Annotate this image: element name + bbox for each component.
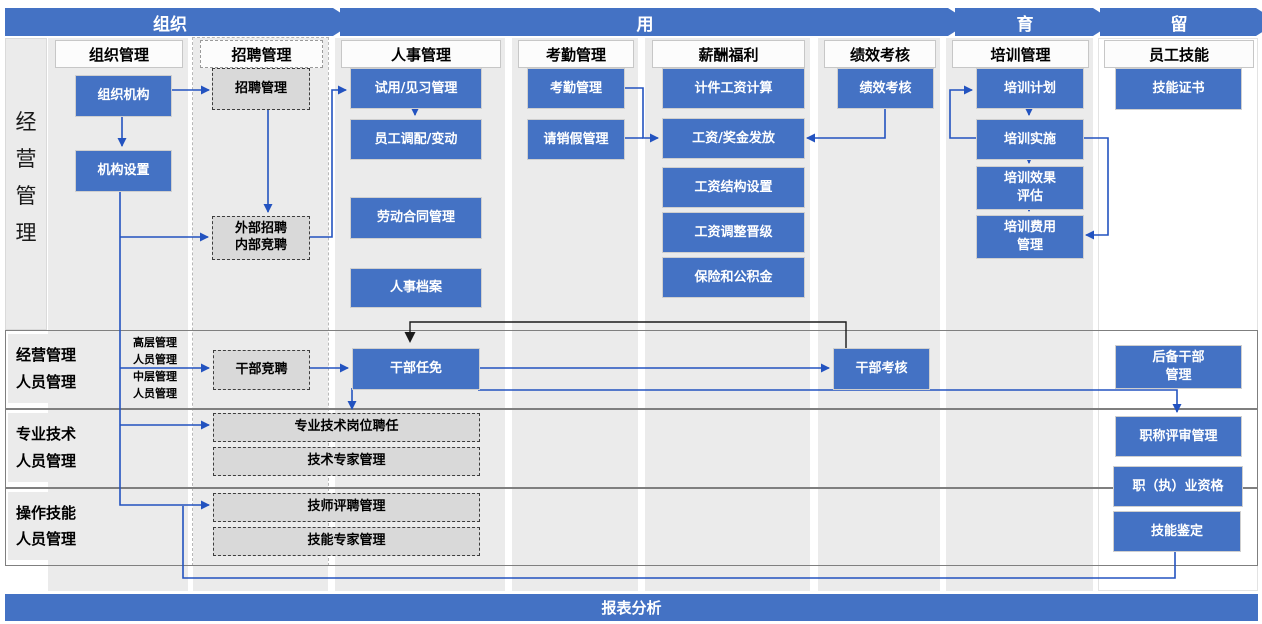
stage-label: 留 <box>1170 14 1188 35</box>
band-business-mgmt <box>5 38 47 330</box>
node-org-setting: 机构设置 <box>75 150 172 192</box>
side-label-business-management: 经 营 管 理 <box>15 110 37 245</box>
node-external-recruit: 外部招聘 内部竞聘 <box>212 216 310 260</box>
node-technician-review: 技师评聘管理 <box>213 493 480 522</box>
node-tech-expert: 技术专家管理 <box>213 447 480 476</box>
node-org-structure: 组织机构 <box>75 75 172 117</box>
row-label-line: 人员管理 <box>16 451 77 470</box>
row-sub-label-management-levels: 高层管理 人员管理 中层管理 人员管理 <box>133 336 177 400</box>
node-insurance: 保险和公积金 <box>662 257 805 298</box>
column-header-perf: 绩效考核 <box>824 40 936 68</box>
row-label-management: 经营管理 人员管理 <box>8 334 126 403</box>
node-reserve-cadre: 后备干部 管理 <box>1115 345 1242 389</box>
node-skill-expert: 技能专家管理 <box>213 527 480 556</box>
node-cadre-appoint: 干部任免 <box>352 348 480 390</box>
node-wage-structure: 工资结构设置 <box>662 167 805 208</box>
column-header-attend: 考勤管理 <box>518 40 634 68</box>
node-cadre-appraisal: 干部考核 <box>833 348 930 390</box>
row-label-line: 人员管理 <box>16 530 77 548</box>
row-technical-personnel <box>5 409 1258 488</box>
row-label-line: 专业技术 <box>16 425 77 443</box>
column-header-comp: 薪酬福利 <box>652 40 805 68</box>
column-header-recruit: 招聘管理 <box>200 40 323 68</box>
row-label-operation: 操作技能 人员管理 <box>8 492 126 560</box>
node-prof-qualification: 职（执）业资格 <box>1113 466 1243 507</box>
column-header-hr: 人事管理 <box>341 40 501 68</box>
node-transfer: 员工调配/变动 <box>350 119 482 160</box>
node-perf-appraisal: 绩效考核 <box>837 68 934 109</box>
row-label-line: 经营管理 <box>16 346 77 364</box>
stage-retain: 留 <box>1100 8 1262 36</box>
node-attendance: 考勤管理 <box>527 68 625 109</box>
node-probation: 试用/见习管理 <box>350 68 482 109</box>
node-train-impl: 培训实施 <box>976 119 1084 160</box>
row-operation-personnel <box>5 488 1258 566</box>
column-header-skill: 员工技能 <box>1104 40 1254 68</box>
node-tech-post: 专业技术岗位聘任 <box>213 413 480 442</box>
node-skill-cert: 技能证书 <box>1115 68 1242 110</box>
column-header-org: 组织管理 <box>55 40 183 68</box>
row-label-line: 人员管理 <box>16 372 77 391</box>
row-label-line: 操作技能 <box>16 503 77 522</box>
stage-use: 用 <box>340 8 970 36</box>
node-labor-contract: 劳动合同管理 <box>350 197 482 239</box>
node-train-cost: 培训费用 管理 <box>976 215 1084 259</box>
stage-label: 育 <box>1016 14 1034 35</box>
node-cadre-compete: 干部竞聘 <box>213 350 310 390</box>
row-label-technical: 专业技术 人员管理 <box>8 413 126 482</box>
node-leave: 请销假管理 <box>527 119 625 160</box>
column-header-train: 培训管理 <box>952 40 1089 68</box>
node-wage-adjust: 工资调整晋级 <box>662 212 805 253</box>
node-personnel-file: 人事档案 <box>350 268 482 308</box>
node-train-plan: 培训计划 <box>976 68 1084 109</box>
node-recruit-mgmt: 招聘管理 <box>212 68 310 110</box>
stage-develop: 育 <box>955 8 1115 36</box>
node-piece-wage: 计件工资计算 <box>662 68 805 109</box>
node-skill-assess: 技能鉴定 <box>1113 511 1241 552</box>
node-wage-bonus: 工资/奖金发放 <box>662 118 805 159</box>
footer-report-analysis: 报表分析 <box>5 594 1258 621</box>
stage-label: 用 <box>636 14 654 35</box>
node-train-eval: 培训效果 评估 <box>976 166 1084 210</box>
stage-label: 组织 <box>153 14 187 35</box>
stage-organization: 组织 <box>5 8 355 36</box>
node-title-review: 职称评审管理 <box>1115 416 1242 457</box>
